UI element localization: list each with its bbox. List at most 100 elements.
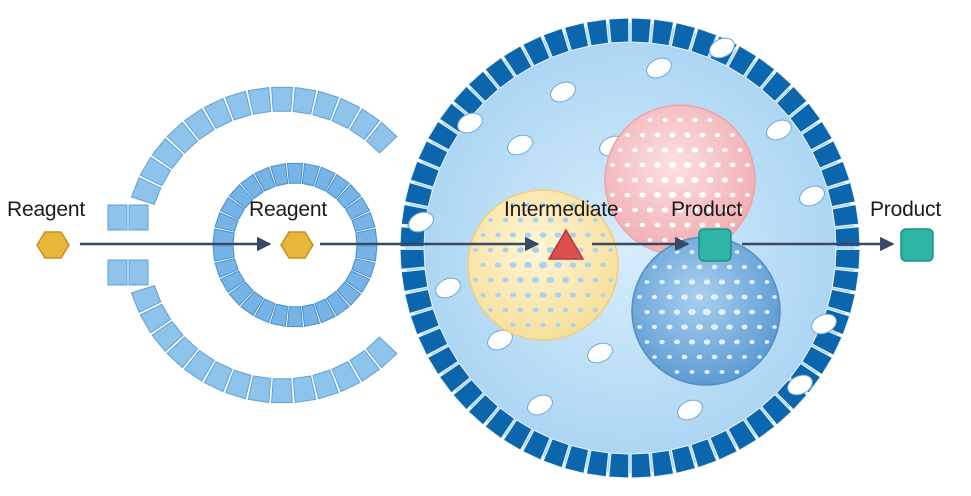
pore xyxy=(487,329,513,351)
sphere-pore xyxy=(772,325,777,329)
sphere-pore xyxy=(699,222,706,228)
sphere-pore xyxy=(734,339,740,345)
sphere-pore xyxy=(707,117,713,123)
sphere-pore xyxy=(689,249,695,255)
sphere-pore xyxy=(669,132,676,138)
sphere-pore xyxy=(592,277,599,283)
sphere-pore xyxy=(480,262,486,268)
sphere-pore xyxy=(764,309,770,315)
sphere-pore xyxy=(494,262,502,268)
ring-segment xyxy=(219,196,246,220)
ring-segment xyxy=(484,56,516,89)
ring-segment xyxy=(214,211,239,232)
ring-segment xyxy=(301,303,320,328)
sphere-pore xyxy=(659,309,665,315)
sphere-pore xyxy=(714,162,721,168)
sphere-pore xyxy=(698,162,707,168)
sphere-pore xyxy=(683,191,692,199)
ring-segment xyxy=(630,452,652,479)
reagent-label-inner: Reagent xyxy=(249,198,327,221)
ring-segment xyxy=(727,419,758,451)
intermediate-triangle-icon xyxy=(547,228,585,260)
ring-segment xyxy=(399,248,426,270)
sphere-pore xyxy=(646,207,654,213)
sphere-pore xyxy=(689,370,695,374)
ring-segment xyxy=(270,303,289,328)
ring-segment xyxy=(331,97,361,130)
ring-segment xyxy=(630,17,652,44)
ring-segment xyxy=(563,444,590,474)
sphere-pore xyxy=(639,132,646,138)
ring-segment xyxy=(417,140,449,169)
sphere-pore xyxy=(647,237,653,243)
sphere-pore xyxy=(726,264,733,270)
sphere-pore xyxy=(510,322,516,328)
sphere-pore xyxy=(473,278,478,282)
sphere-pore xyxy=(632,207,638,213)
sphere-pore xyxy=(726,324,733,330)
sphere-pore xyxy=(577,277,584,283)
pore xyxy=(646,57,672,79)
ring-segment xyxy=(130,177,162,205)
sphere-pore xyxy=(714,132,721,138)
sphere-pore xyxy=(710,294,719,300)
sphere-pore xyxy=(666,324,673,330)
pore xyxy=(435,277,461,299)
sphere-pore xyxy=(517,307,524,313)
sphere-pore xyxy=(509,232,517,238)
ring-segment xyxy=(312,369,340,400)
sphere-pore xyxy=(730,223,735,227)
sphere-pore xyxy=(662,117,668,123)
sphere-pore xyxy=(637,295,642,299)
ring-segment xyxy=(344,196,371,220)
product-square-icon xyxy=(698,228,732,262)
sphere-pore xyxy=(741,264,748,270)
ring-segment xyxy=(831,268,860,293)
ring-segment xyxy=(760,393,793,426)
sphere-pore xyxy=(608,278,613,282)
ring-segment xyxy=(139,303,172,334)
sphere-pore xyxy=(695,294,704,300)
sphere-pore xyxy=(676,207,684,213)
ring-opening xyxy=(107,204,149,286)
sphere-pore xyxy=(698,192,707,198)
sphere-pore xyxy=(473,248,478,252)
ring-segment xyxy=(228,184,254,209)
sphere-pore xyxy=(631,177,639,183)
ring-segment xyxy=(326,290,350,317)
ring-segment xyxy=(831,203,860,228)
sphere-pore xyxy=(726,354,733,360)
sphere-pore xyxy=(488,308,493,312)
ring-segment xyxy=(247,375,272,404)
sphere-pore xyxy=(510,202,516,208)
sphere-pore xyxy=(584,262,592,268)
sphere-pore xyxy=(688,279,696,285)
sphere-pore xyxy=(730,133,735,137)
sphere-pore xyxy=(688,309,696,315)
ring-segment xyxy=(355,245,378,262)
sphere-pore xyxy=(756,294,763,300)
sphere-pore xyxy=(654,132,661,138)
sphere-pore xyxy=(539,292,547,298)
sphere-pore xyxy=(487,247,494,253)
sphere-pore xyxy=(718,339,726,345)
inner-segmented-ring xyxy=(212,162,378,328)
ring-segment xyxy=(789,102,822,134)
sphere-pore xyxy=(683,161,692,169)
ring-segment xyxy=(355,228,378,245)
sphere-pore xyxy=(696,264,703,270)
ring-segment xyxy=(183,108,215,141)
sphere-pore xyxy=(585,292,591,298)
sphere-pore xyxy=(644,340,650,344)
product-label-inner: Product xyxy=(671,198,742,221)
sphere-pore xyxy=(749,279,755,285)
sphere-pore xyxy=(737,207,743,213)
sphere-pore xyxy=(610,193,615,197)
sphere-pore xyxy=(593,218,598,222)
sphere-pore xyxy=(570,322,576,328)
sphere-pore xyxy=(675,176,685,184)
sphere-pore xyxy=(674,370,680,374)
sphere-pore xyxy=(691,176,699,184)
sphere-pore xyxy=(561,277,570,283)
